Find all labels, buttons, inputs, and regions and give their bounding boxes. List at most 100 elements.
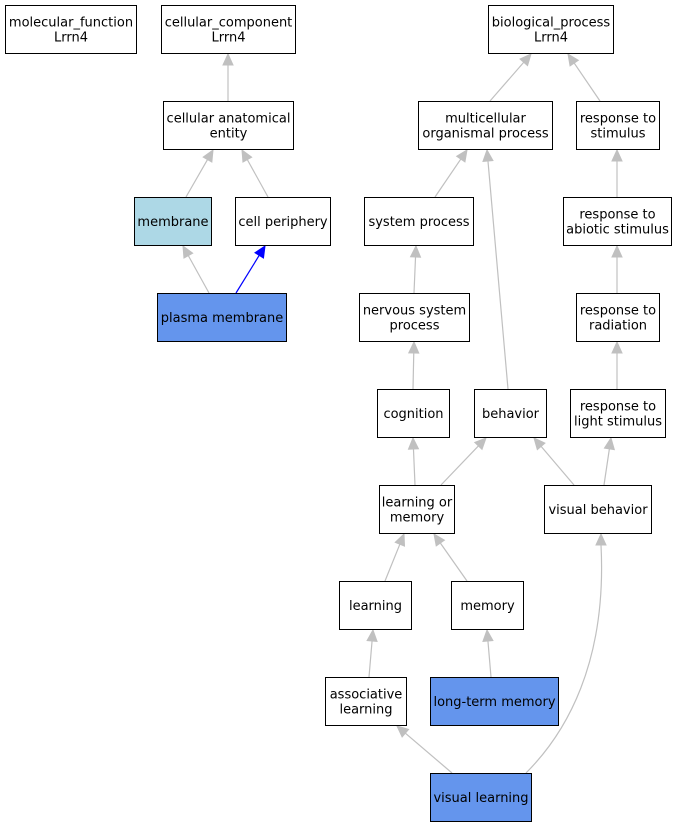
node-label: molecular_function	[9, 16, 133, 31]
node-label: membrane	[137, 215, 208, 230]
node-label: stimulus	[590, 127, 645, 142]
node-label: response to	[580, 304, 656, 319]
edge-visual_behavior-to-behavior	[533, 437, 575, 486]
node-box	[157, 293, 287, 342]
node-box	[325, 677, 407, 726]
edge-nervous_system_process-to-system_process	[409, 244, 422, 294]
node-box	[5, 5, 137, 54]
node-visual-learning[interactable]: visual learning	[430, 773, 532, 822]
node-label: response to	[579, 208, 655, 223]
edge-cell_periphery-to-cellular_anatomical_entity	[241, 148, 269, 198]
arrowhead-icon	[254, 244, 266, 259]
edge-response_to_radiation-to-response_to_abiotic_stimulus	[611, 244, 623, 293]
arrowhead-icon	[182, 244, 194, 259]
edge-line	[573, 62, 601, 102]
arrowhead-icon	[473, 437, 487, 451]
node-label: entity	[210, 127, 248, 142]
nodes-layer: molecular_functionLrrn4cellular_componen…	[5, 5, 672, 822]
edge-line	[412, 352, 415, 390]
node-membrane[interactable]: membrane	[134, 197, 212, 246]
edge-plasma_membrane-to-cell_periphery	[235, 244, 266, 294]
node-box	[576, 293, 660, 342]
edge-long_term_memory-to-memory	[482, 628, 494, 678]
node-label: Lrrn4	[212, 31, 246, 46]
node-label: light stimulus	[574, 415, 662, 430]
node-label: biological_process	[492, 16, 611, 31]
edge-line	[440, 445, 479, 486]
edge-memory-to-learning_or_memory	[433, 533, 468, 582]
edge-line	[487, 640, 492, 678]
arrowhead-icon	[611, 340, 623, 354]
node-visual-behavior[interactable]: visual behavior	[544, 485, 652, 534]
node-label: process	[390, 319, 440, 334]
edge-cellular_anatomical_entity-to-cellular_component	[222, 52, 234, 101]
node-label: nervous system	[363, 304, 466, 319]
node-box	[379, 485, 455, 534]
node-label: multicellular	[445, 112, 526, 127]
arrowhead-icon	[409, 244, 422, 258]
node-label: response to	[580, 400, 656, 415]
node-cognition[interactable]: cognition	[377, 389, 450, 438]
arrowhead-icon	[433, 533, 446, 547]
node-box	[430, 677, 559, 726]
node-label: visual behavior	[548, 503, 648, 518]
node-learning[interactable]: learning	[339, 581, 412, 630]
edge-line	[246, 159, 269, 198]
node-memory[interactable]: memory	[451, 581, 524, 630]
edge-line	[439, 542, 468, 582]
edge-line	[412, 448, 416, 486]
edge-visual_behavior-to-response_to_light_stimulus	[603, 436, 616, 486]
edge-visual_learning-to-visual_behavior	[525, 532, 607, 774]
edge-line	[384, 543, 401, 582]
node-box	[134, 197, 212, 246]
node-box	[488, 5, 614, 54]
node-box	[359, 293, 470, 342]
node-system-process[interactable]: system process	[364, 197, 474, 246]
edge-line	[540, 445, 575, 486]
arrowhead-icon	[455, 149, 468, 163]
arrowhead-icon	[366, 628, 378, 642]
node-label: visual learning	[433, 791, 528, 806]
edge-behavior-to-multicellular_organismal_process	[482, 148, 509, 390]
node-label: memory	[390, 511, 445, 526]
edge-line	[434, 158, 462, 198]
node-cell-periphery[interactable]: cell periphery	[235, 197, 331, 246]
edge-line	[185, 159, 209, 198]
edge-line	[489, 61, 525, 102]
arrowhead-icon	[241, 148, 253, 163]
node-plasma-membrane[interactable]: plasma membrane	[157, 293, 287, 342]
edge-response_to_abiotic_stimulus-to-response_to_stimulus	[611, 148, 623, 197]
arrowhead-icon	[202, 148, 214, 163]
node-box	[563, 197, 672, 246]
edge-multicellular_organismal_process-to-biological_process	[489, 53, 532, 102]
edge-cognition-to-nervous_system_process	[407, 340, 420, 390]
arrowhead-icon	[482, 628, 494, 642]
arrowhead-icon	[611, 244, 623, 258]
arrowhead-icon	[482, 148, 494, 162]
edge-associative_learning-to-learning	[366, 628, 378, 678]
node-label: learning	[339, 703, 392, 718]
node-box	[364, 197, 474, 246]
node-long-term-memory[interactable]: long-term memory	[430, 677, 559, 726]
edge-learning-to-learning_or_memory	[384, 532, 406, 582]
node-box	[451, 581, 524, 630]
node-behavior[interactable]: behavior	[474, 389, 547, 438]
arrowhead-icon	[407, 340, 420, 354]
edge-learning_or_memory-to-cognition	[407, 436, 420, 486]
arrowhead-icon	[611, 148, 623, 162]
node-label: behavior	[482, 407, 540, 422]
arrowhead-icon	[396, 725, 410, 738]
